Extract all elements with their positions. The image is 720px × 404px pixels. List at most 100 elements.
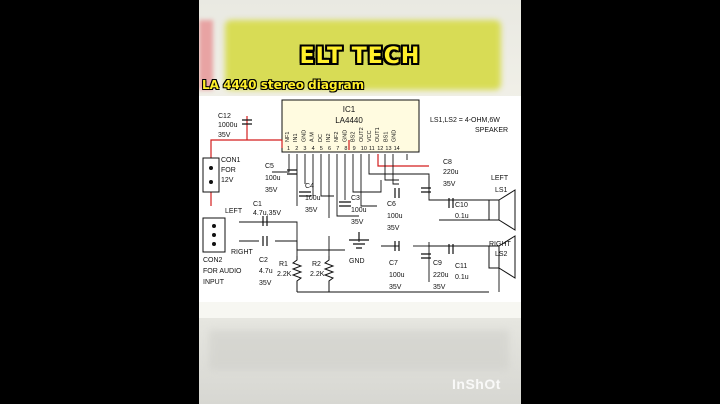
ic-pin-name: GND xyxy=(392,130,398,142)
component-labels: C12 1000u 35V CON1 FOR 12V C5 100u 35V C… xyxy=(203,113,512,291)
c6-value: 100u xyxy=(387,213,403,220)
c6-label: C6 xyxy=(387,201,396,208)
ic-pin-number: 12 xyxy=(377,146,383,152)
c7-value: 100u xyxy=(389,272,405,279)
con1-label: CON1 xyxy=(221,157,241,164)
r2-label: R2 xyxy=(312,261,321,268)
r2-value: 2.2K xyxy=(310,271,325,278)
c2-label: C2 xyxy=(259,257,268,264)
video-title: ELT TECH xyxy=(299,44,421,69)
c1-label: C1 xyxy=(253,201,262,208)
c11-label: C11 xyxy=(455,263,467,270)
c3-value: 100u xyxy=(351,207,367,214)
ls1-label-2: LS1 xyxy=(495,187,508,194)
left-input-label: LEFT xyxy=(225,208,243,215)
ic-pin-number: 14 xyxy=(394,146,400,152)
ic-reference: IC1 xyxy=(343,105,356,114)
ic-pin-number: 7 xyxy=(336,146,339,152)
c9-voltage: 35V xyxy=(433,284,446,291)
ic-pin-name: OUT1 xyxy=(375,127,381,142)
c11-value: 0.1u xyxy=(455,274,469,281)
c4-label: C4 xyxy=(305,183,314,190)
c8-label: C8 xyxy=(443,159,452,166)
ic-pin-name: DC xyxy=(318,134,324,142)
c5-label: C5 xyxy=(265,163,274,170)
c2-value: 4.7u xyxy=(259,268,273,275)
c9-label: C9 xyxy=(433,260,442,267)
resistors xyxy=(291,256,335,292)
c8-voltage: 35V xyxy=(443,181,456,188)
ic-pin-number: 3 xyxy=(303,146,306,152)
speaker-ls2 xyxy=(488,235,516,279)
supply-wiring xyxy=(210,116,429,206)
c5-voltage: 35V xyxy=(265,187,278,194)
right-input-label: RIGHT xyxy=(231,249,254,256)
capacitors xyxy=(242,119,454,259)
c8-value: 220u xyxy=(443,169,459,176)
blurred-yellow-panel xyxy=(225,20,501,90)
con2-line2: FOR AUDIO xyxy=(203,268,242,275)
ic-pin-name: NF2 xyxy=(334,132,340,142)
c10-label: C10 xyxy=(455,202,468,209)
con1-pin xyxy=(209,166,213,170)
ic-pin-number: 8 xyxy=(344,146,347,152)
ic-pin-name: OUT2 xyxy=(359,127,365,142)
ic-body xyxy=(281,99,420,153)
speaker-ls1 xyxy=(488,189,516,231)
blurred-bottom-strip xyxy=(209,330,509,370)
con2-pin xyxy=(212,233,216,237)
con1-line2: FOR xyxy=(221,167,236,174)
c2-voltage: 35V xyxy=(259,280,272,287)
ic-pin-number: 2 xyxy=(295,146,298,152)
ic-pin-name: VCC xyxy=(367,130,373,142)
ic-pin-name: NF1 xyxy=(285,132,291,142)
c4-voltage: 35V xyxy=(305,207,318,214)
ls2-label-2: LS2 xyxy=(495,251,508,258)
ic-pin-number: 6 xyxy=(328,146,331,152)
blurred-red-strip xyxy=(199,20,213,90)
ic-pin-number: 1 xyxy=(287,146,290,152)
c9-value: 220u xyxy=(433,272,449,279)
ic-pin-number: 10 xyxy=(361,146,367,152)
c6-voltage: 35V xyxy=(387,225,400,232)
ic-pin-name: GND xyxy=(301,130,307,142)
con2-pin xyxy=(212,224,216,228)
c7-voltage: 35V xyxy=(389,284,402,291)
con2-label: CON2 xyxy=(203,257,223,264)
gnd-label: GND xyxy=(349,258,365,265)
ic-pin-number: 13 xyxy=(385,146,391,152)
c4-value: 100u xyxy=(305,195,321,202)
speaker-note: LS1,LS2 = 4-OHM,6W xyxy=(430,117,500,124)
ic-name: LA4440 xyxy=(335,116,363,125)
c1-value: 4.7u,35V xyxy=(253,210,281,217)
ic-pin-number: 9 xyxy=(353,146,356,152)
con2-line3: INPUT xyxy=(203,279,225,286)
c3-label: C3 xyxy=(351,195,360,202)
ic-pin-name: IN1 xyxy=(293,133,299,142)
c12-value: 1000u xyxy=(218,122,238,129)
ic-pin-number: 5 xyxy=(320,146,323,152)
c10-value: 0.1u xyxy=(455,213,469,220)
ls2-label-1: RIGHT xyxy=(489,241,512,248)
video-subtitle: LA 4440 stereo diagram xyxy=(202,78,365,92)
c7-label: C7 xyxy=(389,260,398,267)
r1-value: 2.2K xyxy=(277,271,292,278)
ic-pin-number: 11 xyxy=(369,146,375,152)
speaker-note-2: SPEAKER xyxy=(475,127,508,134)
c12-voltage: 35V xyxy=(218,132,231,139)
ground-symbol xyxy=(349,232,369,249)
c12-label: C12 xyxy=(218,113,231,120)
r1-label: R1 xyxy=(279,261,288,268)
con1-line3: 12V xyxy=(221,177,234,184)
signal-wiring xyxy=(239,154,500,293)
con1-pin xyxy=(209,180,213,184)
c5-value: 100u xyxy=(265,175,281,182)
ic-pin-name: IN2 xyxy=(326,133,332,142)
ic-pin-name: BS2 xyxy=(351,132,357,142)
ic-pin-name: GND xyxy=(342,130,348,142)
c3-voltage: 35V xyxy=(351,219,364,226)
inshot-watermark: InShOt xyxy=(452,376,501,392)
